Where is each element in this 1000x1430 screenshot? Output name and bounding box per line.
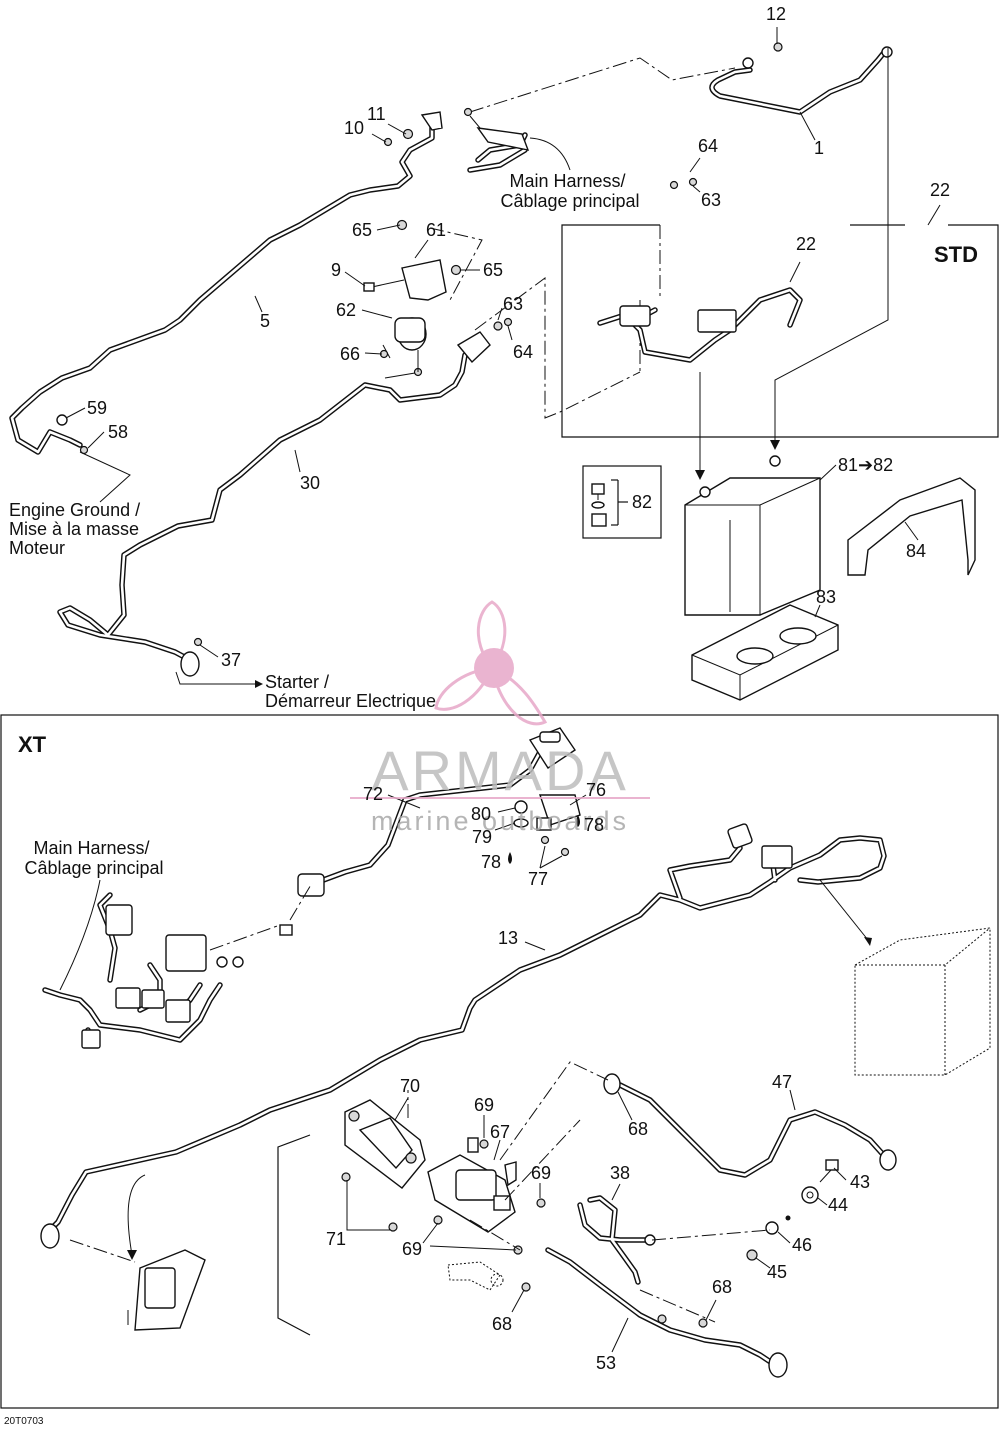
callout-68-top: 68 <box>628 1119 648 1139</box>
cable-30 <box>57 317 513 677</box>
callout-79: 79 <box>472 827 492 847</box>
callout-46: 46 <box>792 1235 812 1255</box>
label-engine-ground-line2: Mise à la masse <box>9 519 139 539</box>
label-starter: Starter / Démarreur Electrique <box>265 672 436 711</box>
callout-78-right: 78 <box>584 815 604 835</box>
callout-43: 43 <box>850 1172 870 1192</box>
label-main-harness-top-line2: Câblage principal <box>500 191 639 211</box>
callout-81-82: 81➔82 <box>838 455 893 475</box>
propeller-logo <box>434 600 548 726</box>
mounting-bracket-ghost <box>447 1261 504 1291</box>
callout-59: 59 <box>87 398 107 418</box>
callout-65-right: 65 <box>483 260 503 280</box>
label-std: STD <box>934 242 978 267</box>
battery-81 <box>684 455 821 616</box>
battery-xt <box>819 879 991 1076</box>
callout-1: 1 <box>814 138 824 158</box>
callout-84: 84 <box>906 541 926 561</box>
callout-77: 77 <box>528 869 548 889</box>
label-engine-ground: Engine Ground / Mise à la masse Moteur <box>9 500 145 558</box>
label-main-harness-xt-line2: Câblage principal <box>24 858 163 878</box>
cable-72 <box>279 727 576 936</box>
callout-22-cable: 22 <box>796 234 816 254</box>
callout-72: 72 <box>363 784 383 804</box>
cable-38 <box>577 1195 656 1285</box>
label-main-harness-top: Main Harness/ Câblage principal <box>500 171 639 211</box>
label-main-harness-xt: Main Harness/ Câblage principal <box>24 838 163 878</box>
callout-65-left: 65 <box>352 220 372 240</box>
label-starter-line1: Starter / <box>265 672 329 692</box>
std-kit-frame <box>561 204 999 438</box>
callout-11: 11 <box>367 104 386 124</box>
ground-stud-hardware <box>746 1159 839 1261</box>
callout-76: 76 <box>586 780 606 800</box>
leaders-xt <box>59 794 847 1353</box>
cable-13 <box>40 823 887 1249</box>
battery-tray-83 <box>691 604 839 701</box>
cable-1 <box>709 42 893 115</box>
callout-83: 83 <box>816 587 836 607</box>
ecu-module-xt <box>127 1174 206 1331</box>
callout-13: 13 <box>498 928 518 948</box>
callout-12: 12 <box>766 4 786 24</box>
callout-80: 80 <box>471 804 491 824</box>
callout-37: 37 <box>221 650 241 670</box>
callout-44: 44 <box>828 1195 848 1215</box>
fastener-inset-frame <box>582 465 662 539</box>
label-engine-ground-line3: Moteur <box>9 538 65 558</box>
label-xt: XT <box>18 732 47 757</box>
callout-66: 66 <box>340 344 360 364</box>
cable-53 <box>521 1247 788 1378</box>
main-harness-xt <box>42 892 244 1049</box>
callout-10: 10 <box>344 118 364 138</box>
callout-22-outer: 22 <box>930 180 950 200</box>
label-starter-line2: Démarreur Electrique <box>265 691 436 711</box>
callout-67: 67 <box>490 1122 510 1142</box>
callout-71: 71 <box>326 1229 346 1249</box>
cable-22 <box>597 177 803 363</box>
callout-68-right: 68 <box>712 1277 732 1297</box>
relay-assembly <box>363 219 462 377</box>
callout-45: 45 <box>767 1262 787 1282</box>
callout-69-top: 69 <box>474 1095 494 1115</box>
callout-64-top: 64 <box>698 136 718 156</box>
watermark-brand: ARMADA <box>371 739 629 802</box>
main-harness-connector-top <box>463 107 530 173</box>
watermark-tagline: marine outboards <box>371 806 629 836</box>
callout-63-top: 63 <box>701 190 721 210</box>
armada-watermark: ARMADA marine outboards <box>350 600 650 836</box>
callout-53: 53 <box>596 1353 616 1373</box>
callout-64-relay: 64 <box>513 342 533 362</box>
callout-69-right: 69 <box>531 1163 551 1183</box>
label-main-harness-top-line1: Main Harness/ <box>509 171 625 191</box>
callout-82: 82 <box>632 492 652 512</box>
callout-61: 61 <box>426 220 446 240</box>
relay-bracket-xt <box>508 794 581 864</box>
battery-strap-84 <box>847 477 976 576</box>
label-engine-ground-line1: Engine Ground / <box>9 500 140 520</box>
callout-47: 47 <box>772 1072 792 1092</box>
callout-78-left: 78 <box>481 852 501 872</box>
solenoid-assembly-xt <box>341 1099 546 1255</box>
cable-5 <box>9 111 443 455</box>
callout-58: 58 <box>108 422 128 442</box>
battery-arrows <box>695 48 889 480</box>
callout-70: 70 <box>400 1076 420 1096</box>
callout-5: 5 <box>260 311 270 331</box>
callout-68-bottom: 68 <box>492 1314 512 1334</box>
label-ref-code: 20T0703 <box>4 1416 44 1427</box>
callout-9: 9 <box>331 260 341 280</box>
callout-69-bottom: 69 <box>402 1239 422 1259</box>
fastener-inset <box>591 483 607 527</box>
callout-30: 30 <box>300 473 320 493</box>
callout-63-relay: 63 <box>503 294 523 314</box>
leaders-top <box>65 27 919 688</box>
callout-38: 38 <box>610 1163 630 1183</box>
cable-47 <box>603 1073 897 1178</box>
xt-detail-bracket <box>277 1134 311 1336</box>
callout-62: 62 <box>336 300 356 320</box>
xt-section-frame <box>0 714 999 1409</box>
label-main-harness-xt-line1: Main Harness/ <box>33 838 149 858</box>
